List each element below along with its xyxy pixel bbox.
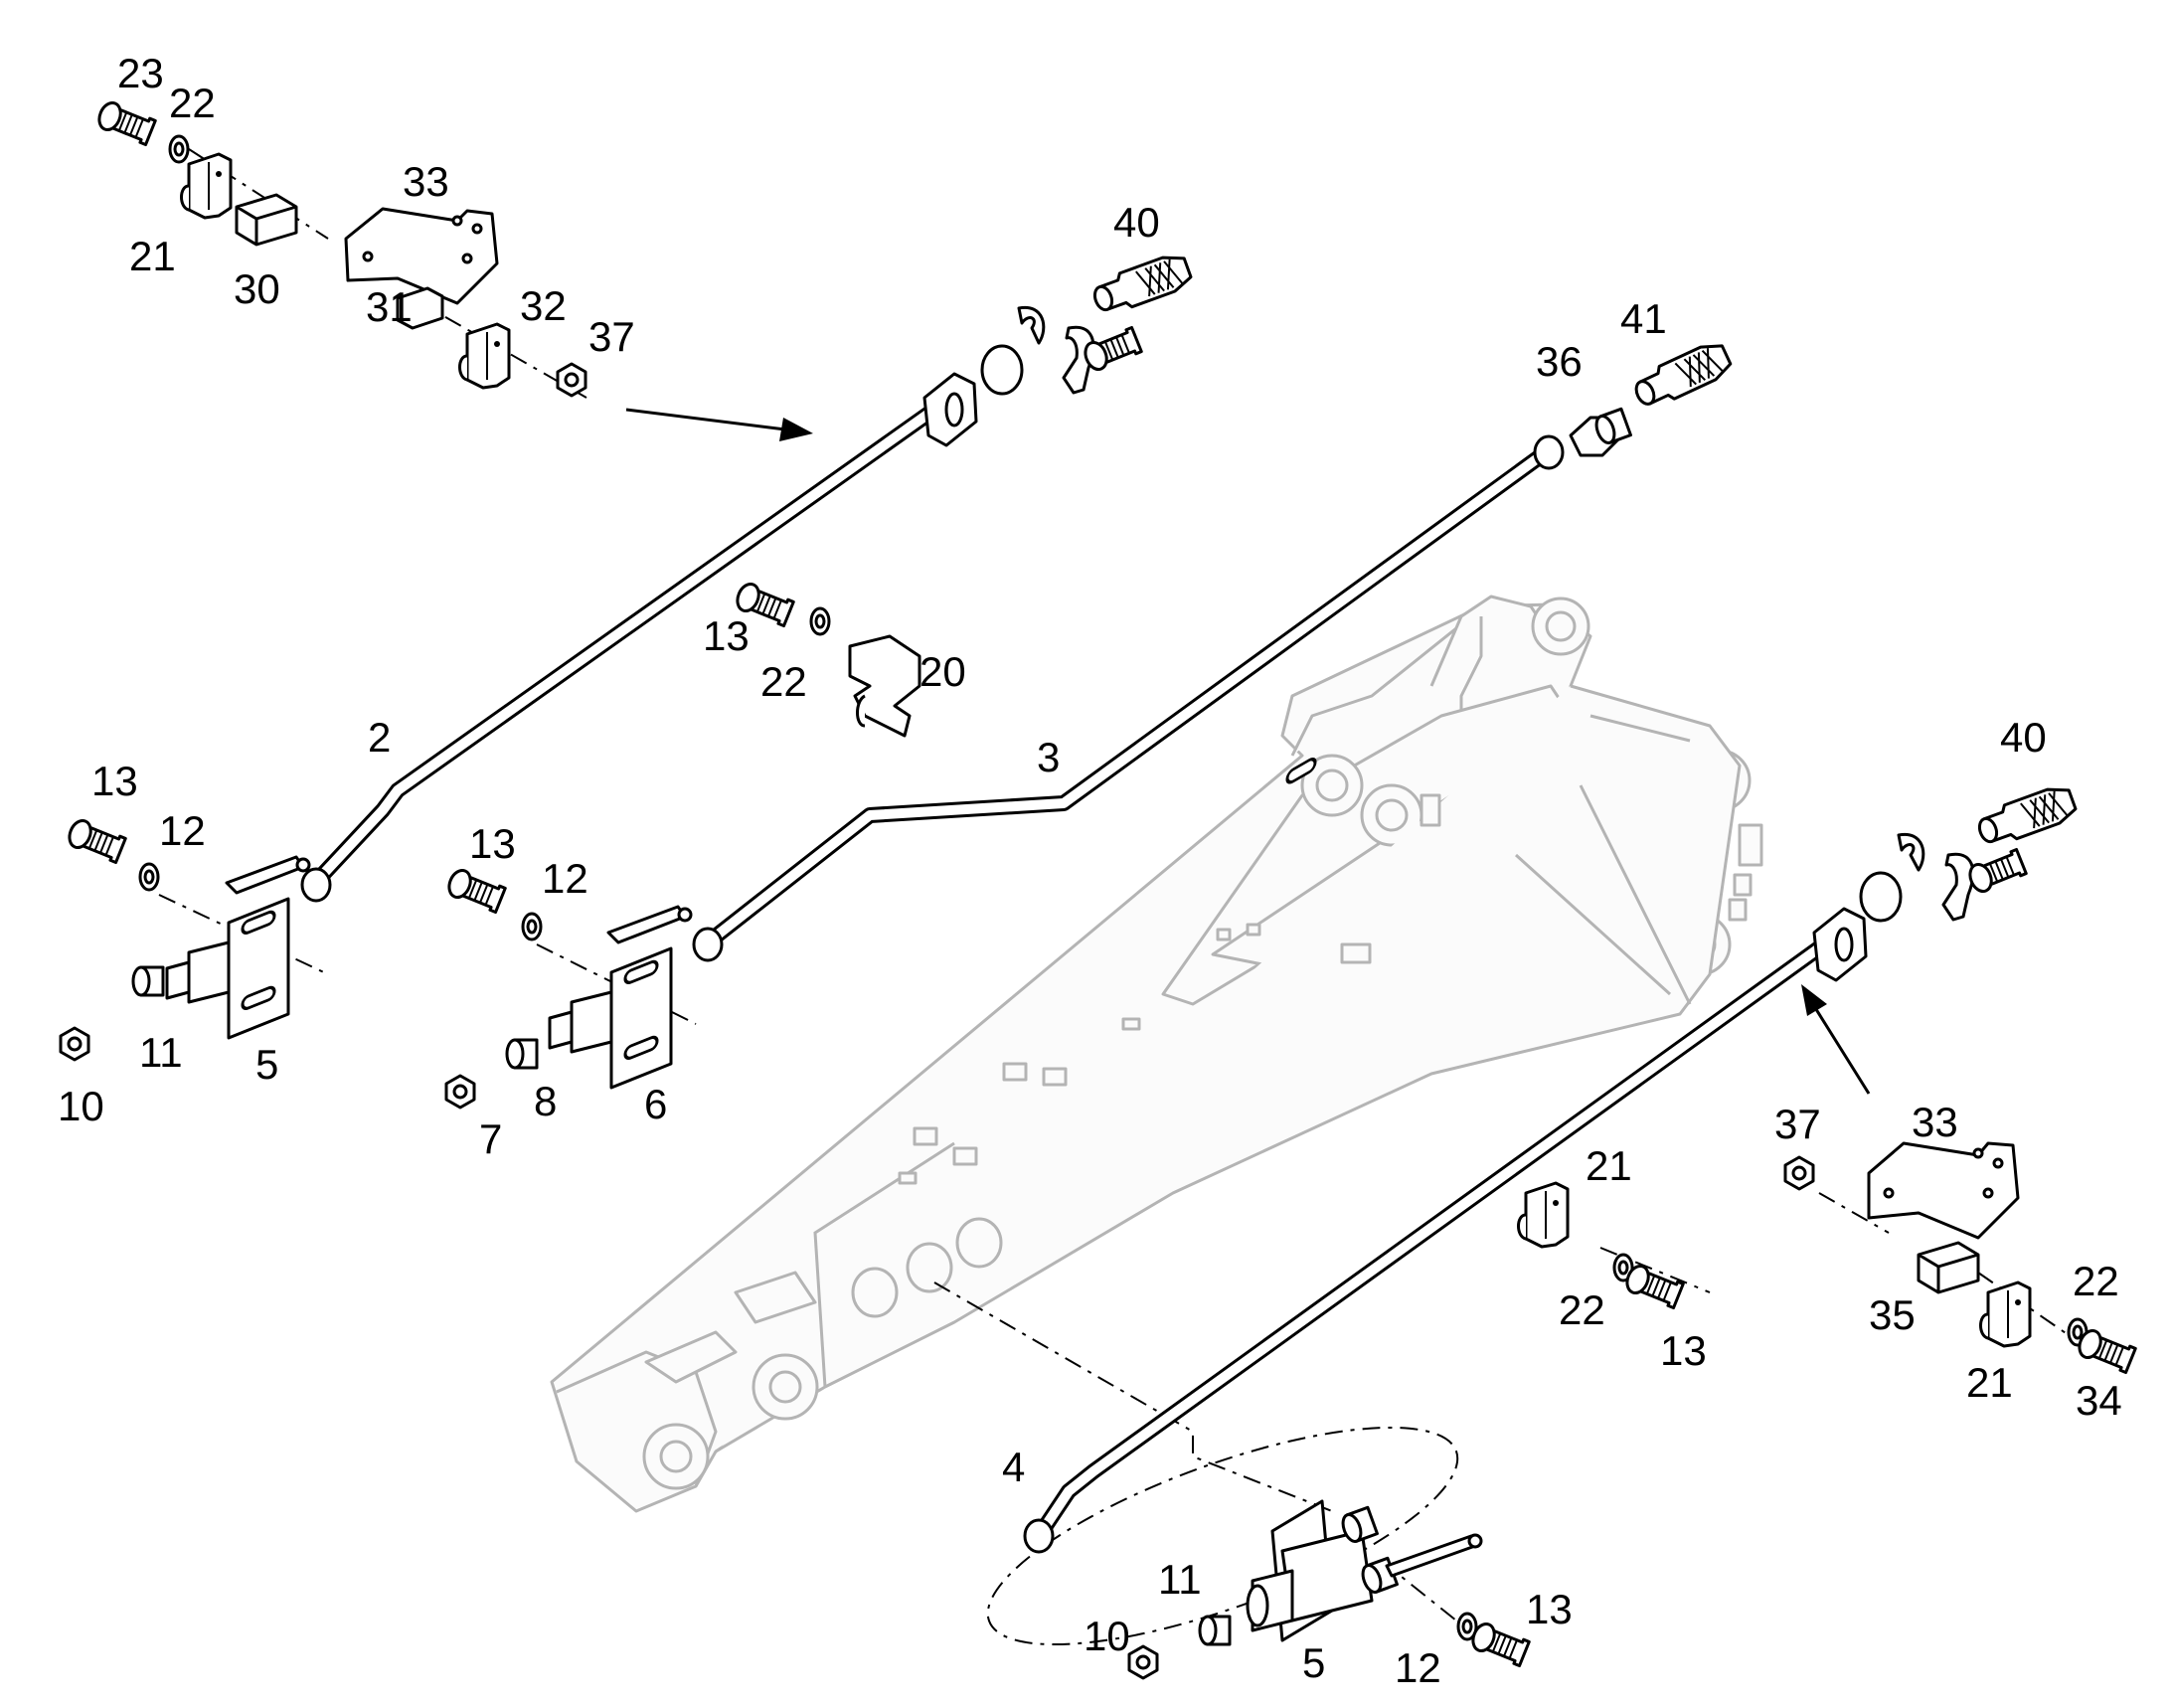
label-12: 12 (1395, 1644, 1441, 1691)
label-40: 40 (2000, 714, 2047, 761)
middle-clamp-group (732, 579, 921, 738)
label-34: 34 (2076, 1377, 2122, 1424)
label-5: 5 (1302, 1639, 1325, 1686)
label-21: 21 (1966, 1359, 2013, 1406)
right-hose-fitting-group (1859, 780, 2081, 923)
label-21: 21 (1586, 1142, 1632, 1189)
label-32: 32 (520, 282, 567, 329)
right-top-fitting-group (1569, 337, 1736, 457)
label-8: 8 (534, 1078, 557, 1124)
label-22: 22 (169, 80, 216, 126)
label-23: 23 (117, 50, 164, 96)
label-10: 10 (58, 1083, 104, 1129)
pipe-2 (300, 372, 978, 903)
label-40: 40 (1113, 199, 1160, 246)
label-10: 10 (1084, 1613, 1130, 1659)
label-11: 11 (1158, 1556, 1202, 1603)
label-7: 7 (479, 1115, 502, 1162)
label-41: 41 (1620, 295, 1667, 342)
label-13: 13 (469, 820, 516, 867)
pipe-4 (1023, 907, 1868, 1554)
label-37: 37 (588, 313, 635, 360)
label-22: 22 (760, 658, 807, 705)
left-block-6 (443, 865, 693, 1110)
label-11: 11 (139, 1029, 183, 1076)
label-13: 13 (703, 612, 750, 659)
label-13: 13 (91, 758, 138, 804)
label-31: 31 (366, 283, 413, 330)
label-5: 5 (255, 1041, 278, 1088)
label-30: 30 (234, 265, 280, 312)
label-6: 6 (644, 1081, 667, 1127)
label-3: 3 (1037, 734, 1060, 780)
boom-arm (550, 595, 1763, 1513)
top-hose-fitting-group (980, 249, 1196, 396)
label-35: 35 (1869, 1291, 1916, 1338)
right-bracket-group (1783, 1141, 2138, 1375)
label-33: 33 (1912, 1099, 1958, 1145)
label-36: 36 (1536, 338, 1583, 385)
label-22: 22 (2073, 1258, 2119, 1304)
label-37: 37 (1774, 1101, 1821, 1147)
label-12: 12 (542, 855, 588, 902)
label-4: 4 (1002, 1444, 1025, 1490)
label-13: 13 (1660, 1327, 1707, 1374)
label-12: 12 (159, 807, 206, 854)
label-33: 33 (403, 158, 449, 205)
callout-labels: 23 22 21 30 33 31 32 37 40 36 41 13 22 2… (58, 50, 2122, 1691)
left-block-5 (59, 815, 311, 1062)
arrow-to-pipe-2 (625, 408, 813, 441)
pipe-3 (692, 434, 1565, 962)
label-21: 21 (129, 233, 176, 279)
label-22: 22 (1559, 1286, 1605, 1333)
arrow-to-pipe-4 (1801, 984, 1871, 1095)
plate-33-top (344, 207, 499, 305)
label-20: 20 (919, 648, 966, 695)
label-2: 2 (368, 714, 391, 761)
top-left-clamp-group (93, 97, 587, 398)
label-13: 13 (1526, 1586, 1573, 1632)
lower-block-5 (1127, 757, 1532, 1680)
